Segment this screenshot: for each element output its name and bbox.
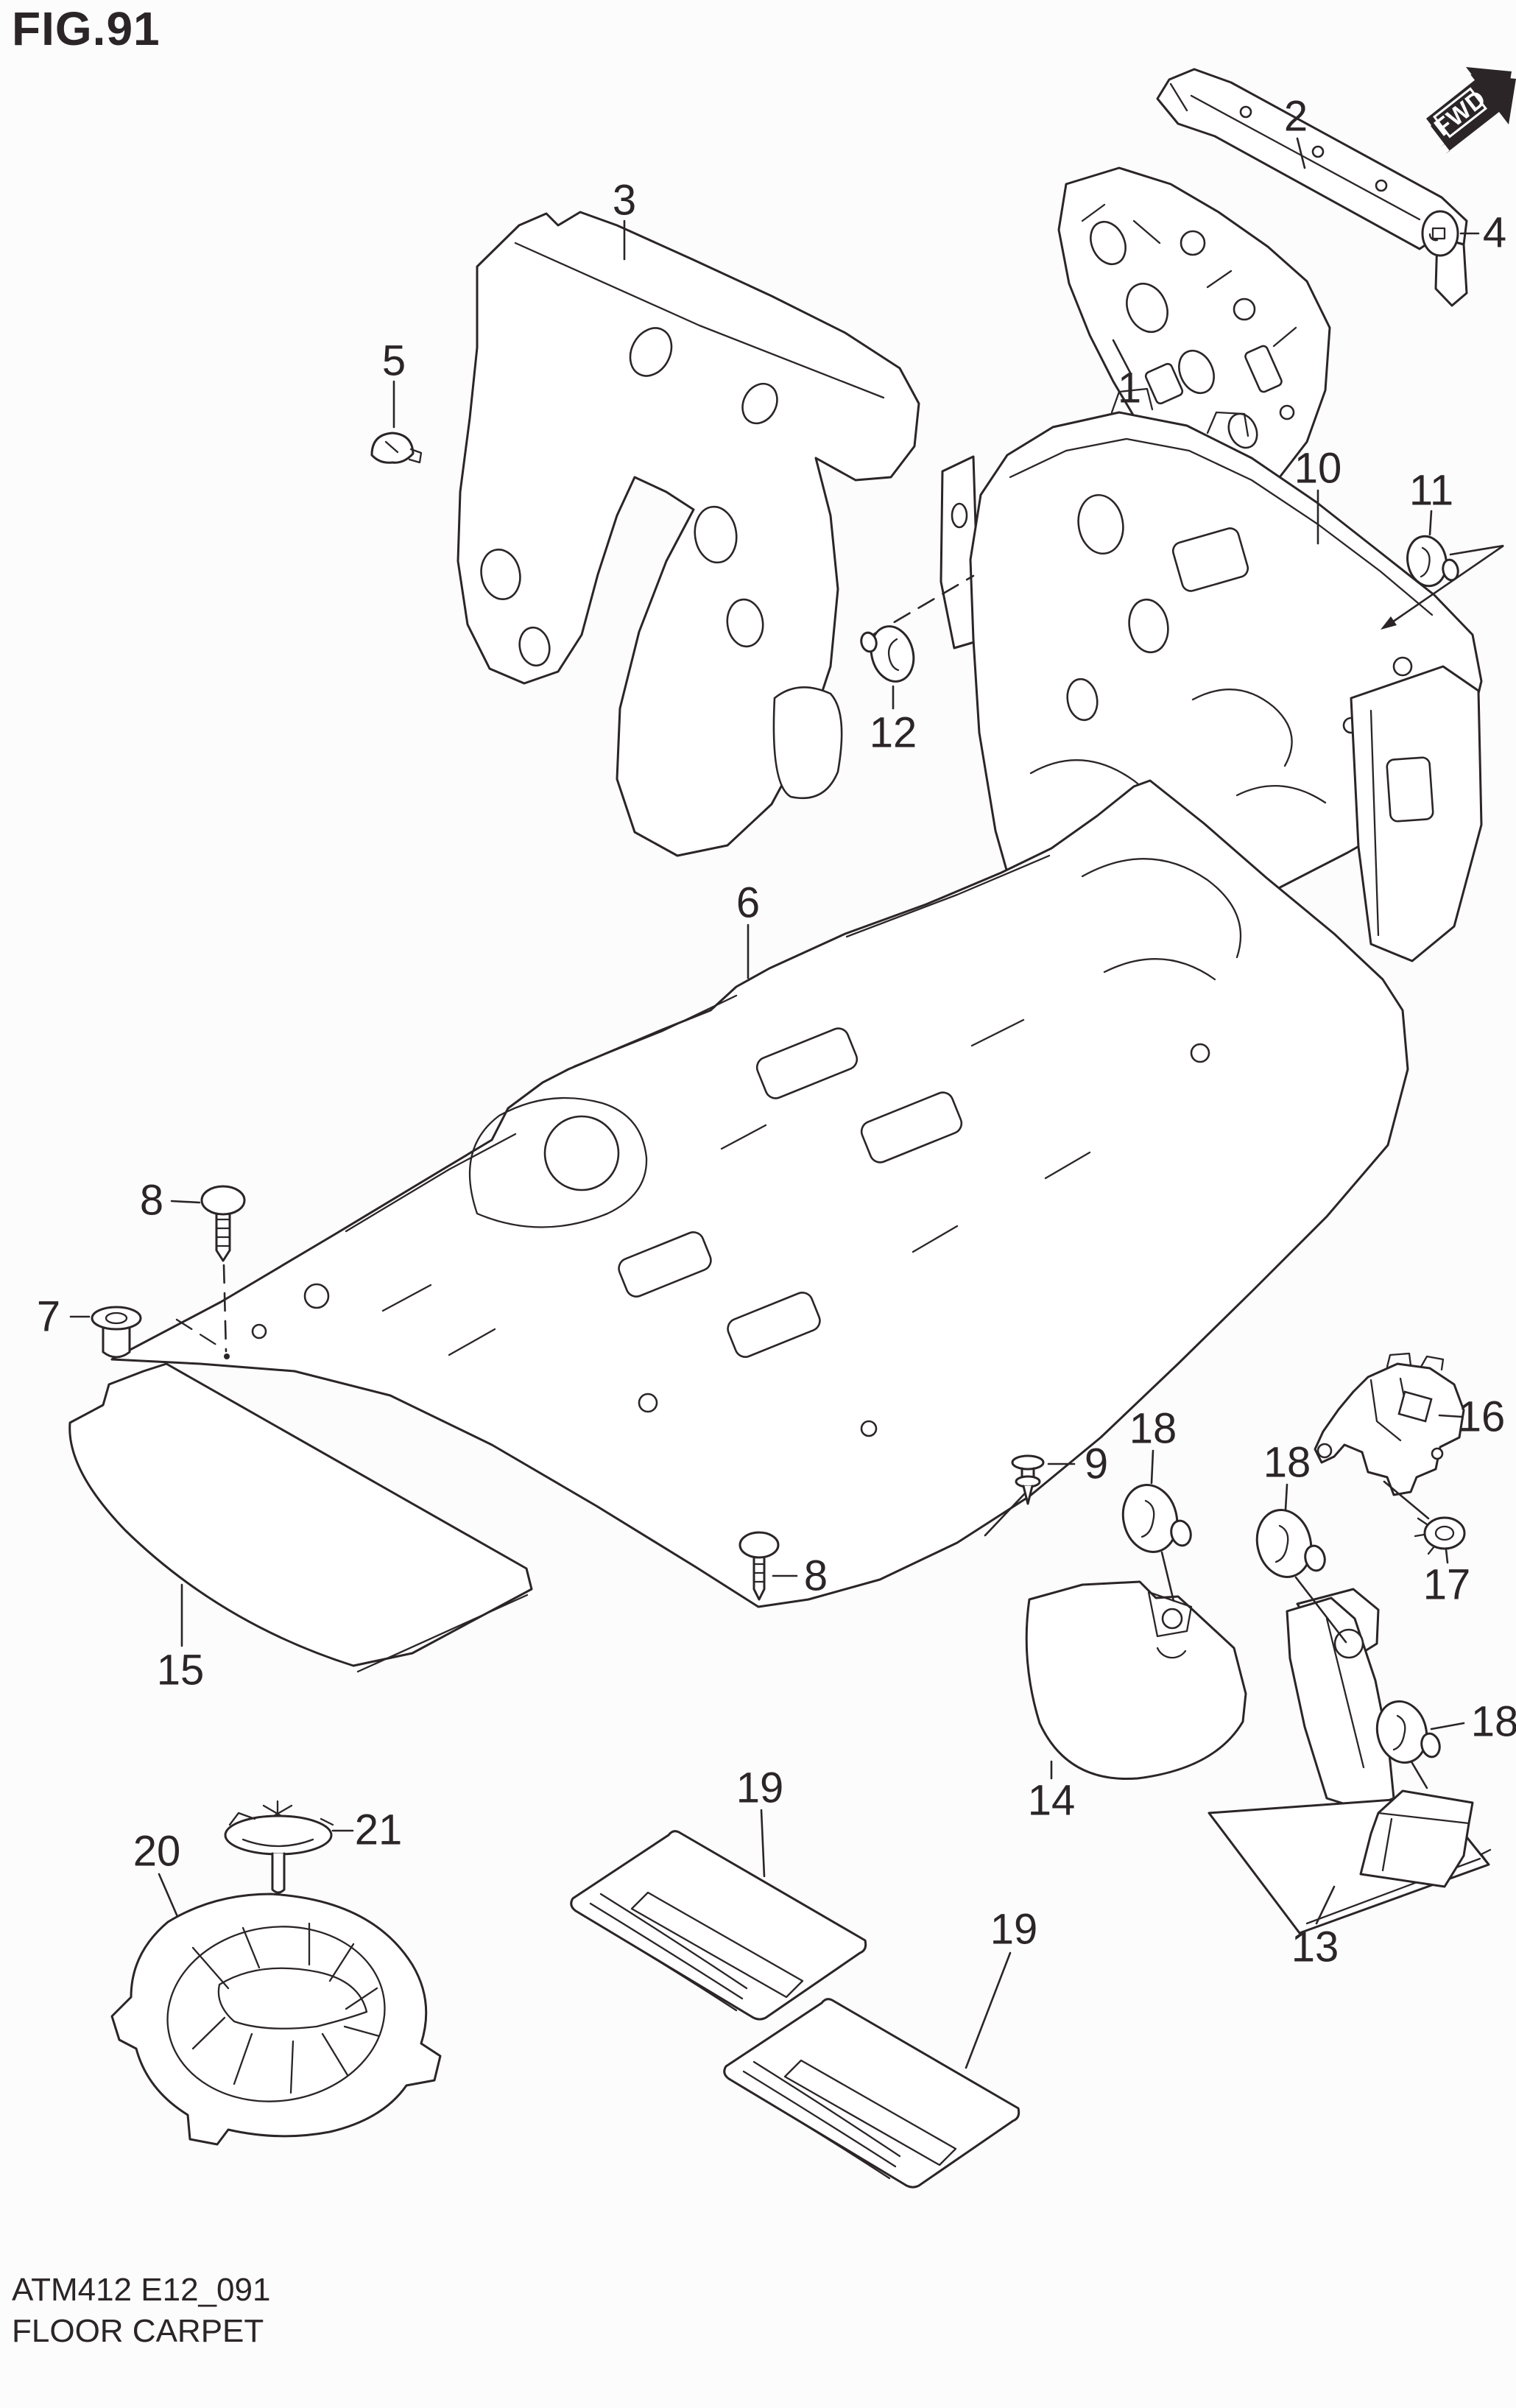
leader-line-dashed (222, 1264, 228, 1353)
callout-10-10: 10 (1294, 445, 1342, 493)
callout-18-19: 18 (1263, 1439, 1311, 1487)
callout-3-2: 3 (613, 177, 636, 225)
callout-16-16: 16 (1458, 1393, 1506, 1441)
leader-line (1384, 544, 1504, 628)
callout-20-23: 20 (133, 1828, 181, 1876)
callout-13-13: 13 (1291, 1923, 1339, 1971)
callout-4-3: 4 (1483, 209, 1506, 257)
part-18-clip-c (1375, 1700, 1441, 1764)
leader-line (1438, 1414, 1464, 1418)
part-15-board (68, 1362, 533, 1673)
part-3-insulator (456, 211, 920, 857)
leader-line (984, 1492, 1026, 1537)
part-1-insulator (1057, 166, 1331, 508)
callout-5-4: 5 (382, 337, 406, 385)
part-8-screw-front (200, 1185, 246, 1262)
part-19-mat-rear (723, 1998, 1020, 2189)
callout-8-7: 8 (140, 1177, 163, 1225)
leader-line (760, 1809, 766, 1878)
part-5-clip (370, 432, 423, 464)
callout-2-1: 2 (1284, 93, 1308, 141)
callout-14-14: 14 (1028, 1777, 1076, 1825)
part-13-trim (1207, 1588, 1492, 1935)
part-7-grommet (91, 1306, 142, 1359)
leader-line (1150, 1449, 1154, 1485)
figure-number: FIG.91 (12, 2, 161, 55)
leader-line-dashed (869, 574, 975, 638)
part-18-clip-a (1121, 1484, 1192, 1553)
part-9-rivet (1011, 1454, 1045, 1505)
leader-lines (69, 137, 1504, 2069)
figure-caption: FLOOR CARPET (12, 2313, 264, 2350)
callout-18-18: 18 (1129, 1405, 1177, 1453)
part-19-mat-front (570, 1830, 867, 2021)
leader-line (1296, 137, 1306, 169)
part-11-clip (1406, 535, 1459, 588)
callout-9-9: 9 (1085, 1440, 1108, 1488)
leader-dot (224, 1353, 230, 1359)
callout-17-17: 17 (1423, 1561, 1471, 1609)
drawing-footer: ATM412 E12_091 FLOOR CARPET (12, 2270, 270, 2353)
leader-line (1112, 339, 1132, 376)
part-6-floor-carpet (110, 779, 1409, 1608)
leader-line (1430, 1722, 1465, 1731)
fwd-arrow-icon: FWD (1426, 67, 1516, 154)
callout-6-5: 6 (736, 879, 760, 927)
leader-line (1294, 1576, 1347, 1644)
part-20-pad (110, 1893, 442, 2146)
part-4-clip (1421, 210, 1459, 257)
leader-line (1428, 510, 1433, 536)
leader-line (1445, 1548, 1449, 1564)
arrowhead (1381, 616, 1397, 630)
part-16-bracket (1314, 1352, 1465, 1496)
leader-line (965, 1951, 1012, 2069)
callout-12-12: 12 (870, 709, 917, 757)
leader-line (1160, 1551, 1175, 1602)
callout-21-24: 21 (355, 1806, 403, 1854)
part-18-clip-b (1255, 1509, 1326, 1578)
part-21-pin (224, 1800, 334, 1894)
callout-19-21: 19 (736, 1764, 784, 1812)
callout-15-15: 15 (157, 1647, 205, 1694)
part-14-trim (1025, 1580, 1247, 1781)
callout-18-20: 18 (1471, 1698, 1516, 1746)
leader-line (1315, 1885, 1336, 1925)
part-17-screw-grommet (1414, 1516, 1466, 1555)
leader-line (1383, 1480, 1430, 1520)
leader-line (170, 1200, 201, 1204)
callout-1-0: 1 (1118, 365, 1141, 412)
callout-7-6: 7 (37, 1293, 60, 1341)
part-8-screw-rear (738, 1531, 780, 1601)
callout-8-8: 8 (804, 1552, 828, 1600)
drawing-code: ATM412 E12_091 (12, 2272, 271, 2308)
callout-11-11: 11 (1409, 467, 1453, 515)
leader-line (1284, 1483, 1288, 1511)
part-12-clip (860, 625, 915, 683)
callout-19-22: 19 (990, 1906, 1038, 1954)
